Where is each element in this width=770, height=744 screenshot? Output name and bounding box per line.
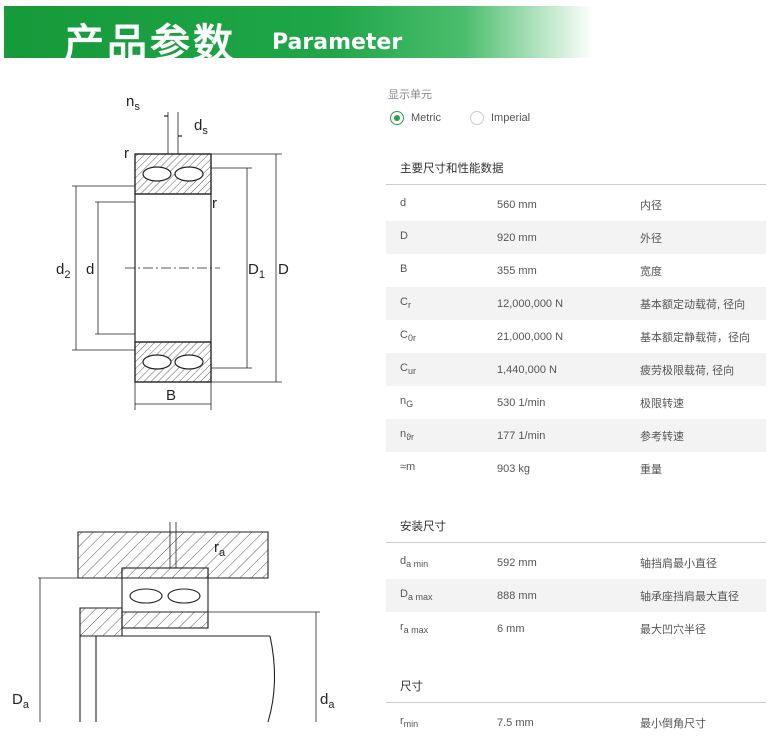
section-title-mounting: 安装尺寸 (386, 510, 766, 543)
param-value: 592 mm (497, 556, 537, 569)
param-value: 903 kg (497, 462, 531, 475)
table-row: C0r 21,000,000 N 基本额定静载荷，径向 (386, 320, 766, 353)
param-value: 21,000,000 N (497, 330, 564, 343)
param-description: 轴挡肩最小直径 (640, 557, 717, 570)
label-Da-sub: a (23, 699, 30, 711)
radio-unselected-icon (470, 111, 484, 125)
banner-title: 产品参数 (64, 21, 236, 67)
radio-selected-icon (390, 111, 404, 125)
label-da-sub: a (328, 699, 335, 711)
radio-imperial[interactable]: Imperial (470, 110, 530, 126)
param-symbol: ra max (400, 621, 429, 636)
table-row: nϑr 177 1/min 参考转速 (386, 419, 766, 452)
param-description: 外径 (640, 232, 662, 245)
parameter-panel: 显示单元 Metric Imperial 主要尺寸和性能数据 d 560 mm 内径… (386, 0, 766, 744)
label-d2-sub: 2 (64, 269, 70, 281)
param-value: 530 1/min (497, 396, 546, 409)
param-symbol: da min (400, 555, 429, 570)
svg-text:da: da (320, 691, 335, 711)
svg-text:D1: D1 (248, 261, 265, 281)
param-description: 疲劳极限载荷, 径向 (640, 364, 735, 377)
banner: 产品参数 Parameter (4, 6, 594, 67)
label-ds: d (194, 117, 202, 134)
bearing-cross-section-diagram: ns ds r r d2 d D1 D B (56, 93, 289, 410)
param-description: 内径 (640, 199, 662, 212)
param-symbol: B (400, 263, 408, 276)
label-D1-sub: 1 (259, 269, 265, 281)
param-value: 7.5 mm (497, 716, 534, 729)
param-value: 6 mm (497, 622, 525, 635)
param-value: 920 mm (497, 231, 537, 244)
svg-text:d2: d2 (56, 261, 70, 281)
section-title-main: 主要尺寸和性能数据 (386, 152, 766, 185)
table-row: ra max 6 mm 最大凹穴半径 (386, 612, 766, 645)
label-d: d (86, 261, 94, 278)
param-description: 基本额定动载荷, 径向 (640, 298, 746, 311)
param-description: 基本额定静载荷，径向 (640, 331, 750, 344)
banner-subtitle: Parameter (272, 30, 403, 55)
param-description: 宽度 (640, 265, 662, 278)
table-row: da min 592 mm 轴挡肩最小直径 (386, 546, 766, 579)
param-description: 轴承座挡肩最大直径 (640, 590, 739, 603)
param-value: 177 1/min (497, 429, 546, 442)
param-description: 最小倒角尺寸 (640, 717, 706, 730)
label-ra: r (214, 539, 219, 556)
unit-label: 显示单元 (388, 89, 432, 101)
svg-text:ds: ds (194, 117, 208, 137)
label-da: d (320, 691, 328, 708)
label-D1: D (248, 261, 259, 278)
label-ns-sub: s (134, 101, 140, 113)
param-symbol: nϑr (400, 428, 415, 443)
param-symbol: Cr (400, 296, 411, 311)
param-symbol: C0r (400, 329, 416, 344)
param-symbol: rmin (400, 715, 419, 730)
table-row: d 560 mm 内径 (386, 188, 766, 221)
table-row: rmin 7.5 mm 最小倒角尺寸 (386, 706, 766, 739)
label-ds-sub: s (202, 125, 208, 137)
param-value: 560 mm (497, 198, 537, 211)
param-value: 888 mm (497, 589, 537, 602)
radio-metric[interactable]: Metric (390, 110, 441, 126)
label-ra-sub: a (219, 547, 226, 559)
label-D: D (278, 261, 289, 278)
label-r-inner: r (212, 195, 217, 212)
table-row: D 920 mm 外径 (386, 221, 766, 254)
label-Da: D (12, 691, 23, 708)
svg-text:ra: ra (214, 539, 226, 559)
svg-text:ns: ns (126, 93, 140, 113)
param-description: 最大凹穴半径 (640, 623, 706, 636)
param-symbol: D (400, 230, 408, 243)
table-row: Da max 888 mm 轴承座挡肩最大直径 (386, 579, 766, 612)
section-title-dimensions: 尺寸 (386, 670, 766, 703)
param-symbol: Cur (400, 362, 416, 377)
param-description: 参考转速 (640, 430, 684, 443)
param-symbol: ≈m (400, 461, 416, 474)
param-description: 极限转速 (640, 397, 684, 410)
param-value: 355 mm (497, 264, 537, 277)
param-value: 12,000,000 N (497, 297, 564, 310)
label-ns: n (126, 93, 134, 110)
param-symbol: nG (400, 395, 414, 410)
label-r-top: r (124, 145, 129, 162)
table-row: Cur 1,440,000 N 疲劳极限载荷, 径向 (386, 353, 766, 386)
param-symbol: d (400, 197, 407, 210)
label-d2: d (56, 261, 64, 278)
svg-text:Da: Da (12, 691, 30, 711)
radio-imperial-label: Imperial (491, 112, 531, 124)
table-row: Cr 12,000,000 N 基本额定动载荷, 径向 (386, 287, 766, 320)
table-row: ≈m 903 kg 重量 (386, 452, 766, 485)
table-row: nG 530 1/min 极限转速 (386, 386, 766, 419)
param-value: 1,440,000 N (497, 363, 557, 376)
mounting-diagram: ra Da da (12, 522, 335, 723)
param-symbol: Da max (400, 588, 433, 603)
param-description: 重量 (640, 463, 662, 476)
radio-metric-label: Metric (411, 112, 441, 124)
table-row: B 355 mm 宽度 (386, 254, 766, 287)
label-B: B (166, 387, 176, 404)
